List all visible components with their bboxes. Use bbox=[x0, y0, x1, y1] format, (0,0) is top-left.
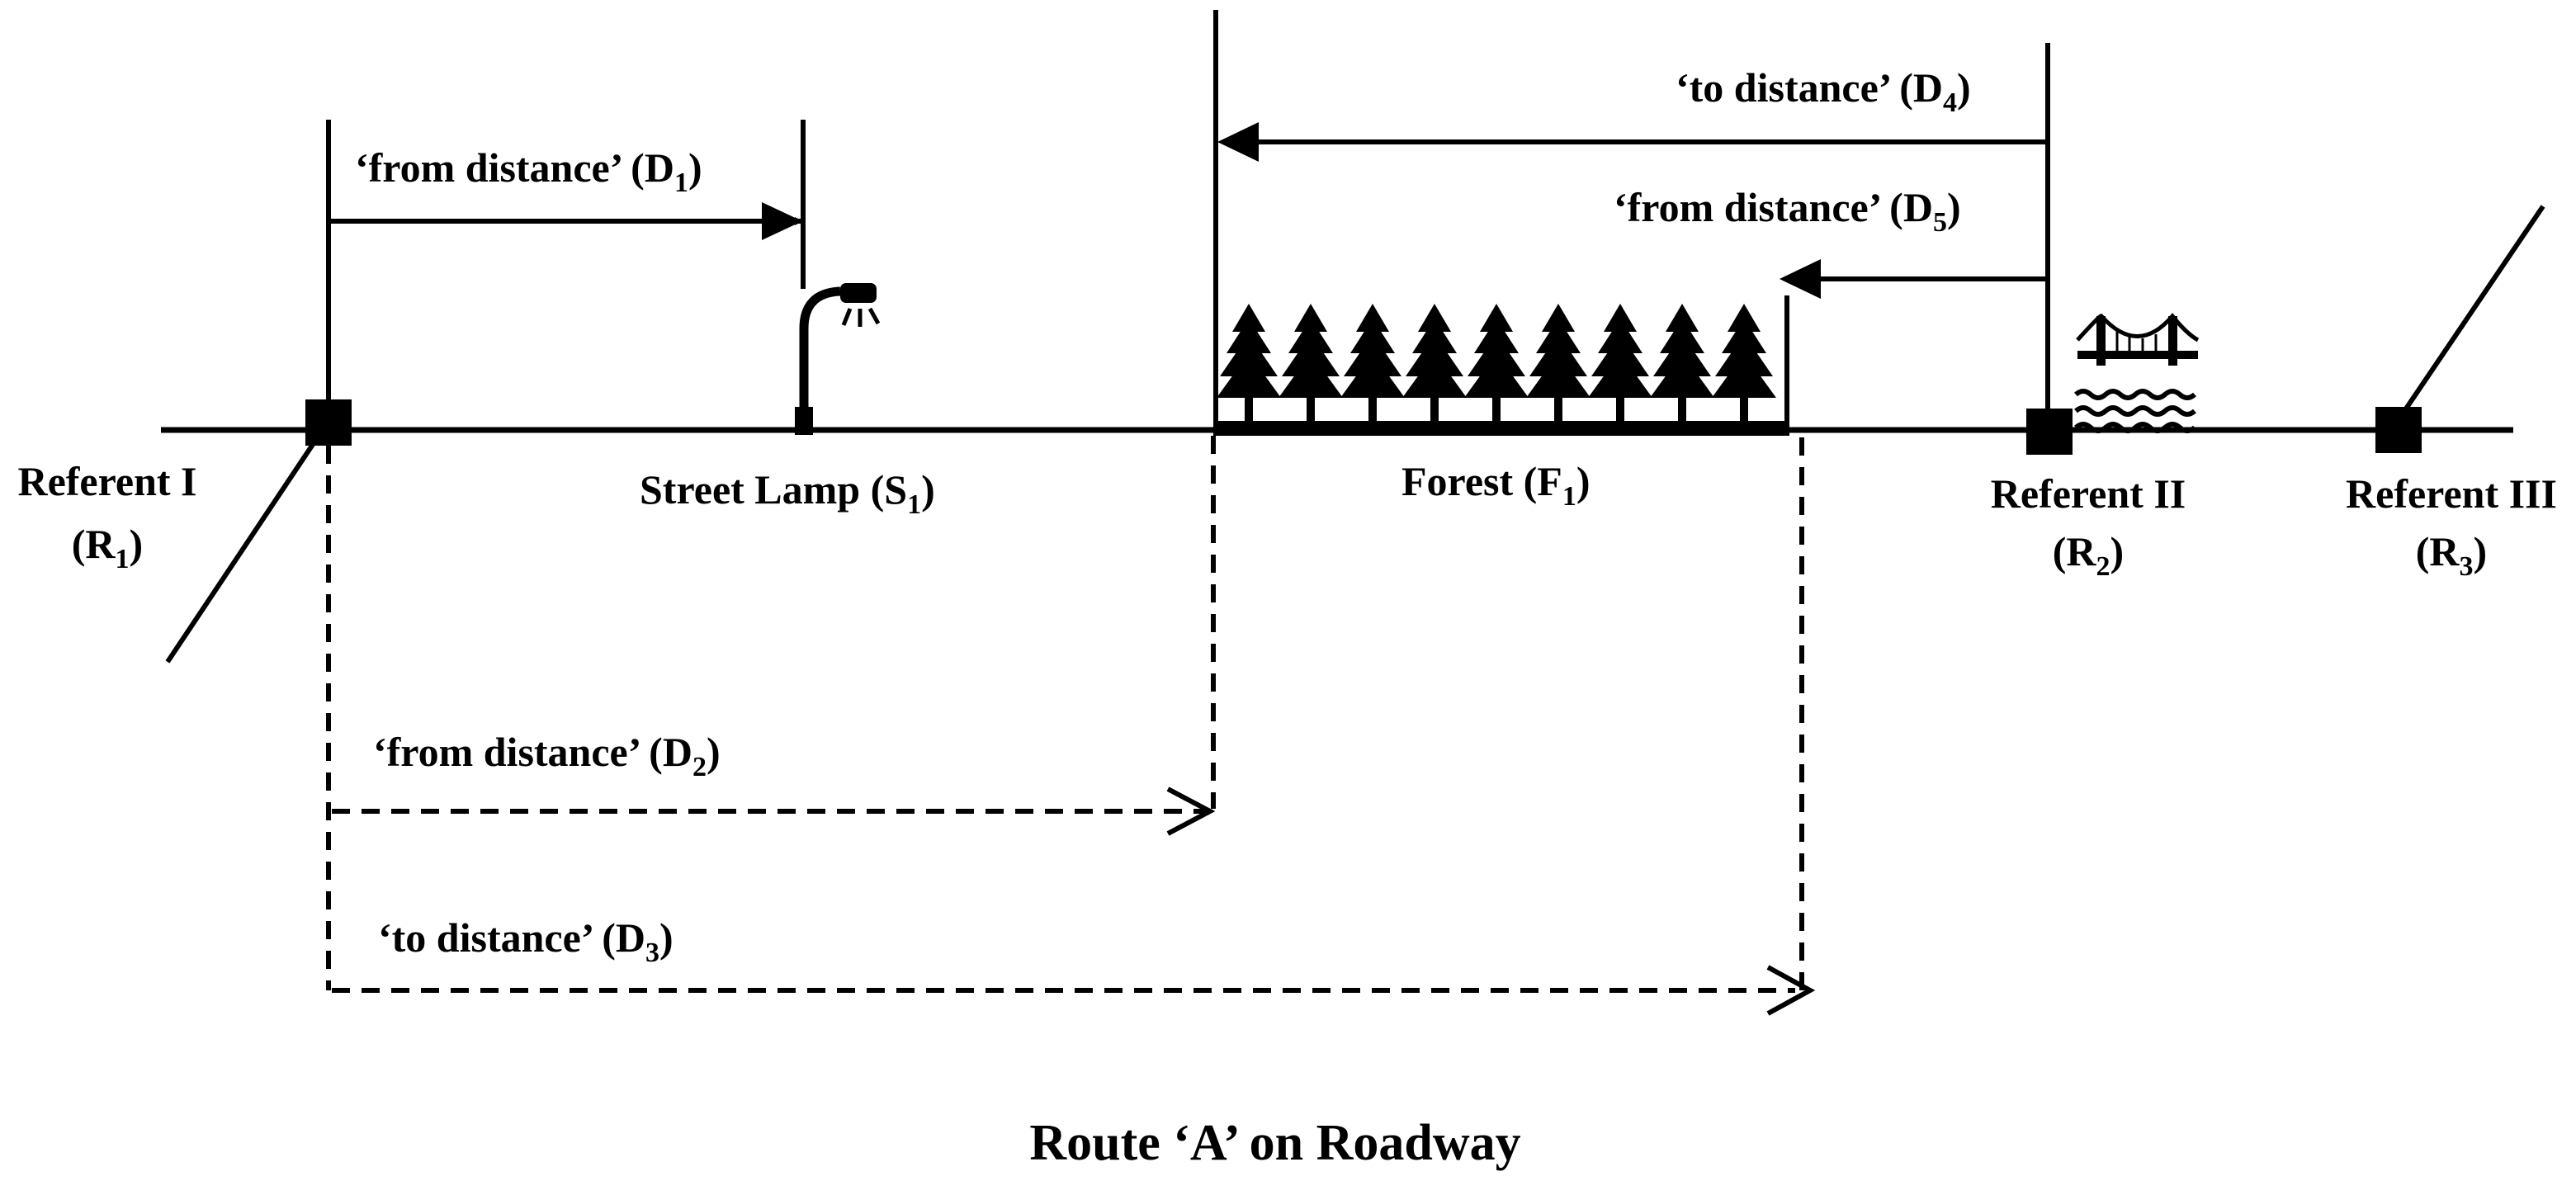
dashed-measurements bbox=[326, 436, 1804, 993]
tree-icon bbox=[1712, 304, 1776, 421]
street-lamp-icon bbox=[795, 120, 881, 435]
tree-icon bbox=[1279, 304, 1343, 421]
forest-group bbox=[1213, 10, 1789, 436]
referent-3-marker-icon bbox=[2375, 407, 2422, 453]
diagram-title: Route ‘A’ on Roadway bbox=[1029, 1115, 1520, 1171]
d5-label: ‘from distance’ (D5) bbox=[1614, 184, 1961, 238]
tree-icon bbox=[1217, 304, 1281, 421]
forest-base bbox=[1213, 421, 1789, 436]
referent-3-side-road bbox=[2395, 205, 2545, 423]
tree-icon bbox=[1650, 304, 1714, 421]
bridge-icon bbox=[2074, 313, 2200, 433]
referent-1-side-road bbox=[165, 419, 331, 664]
tree-icon bbox=[1340, 304, 1405, 421]
referent-3-name: Referent III bbox=[2346, 470, 2557, 517]
referent-1-name: Referent I bbox=[17, 458, 196, 504]
referent-2-marker-icon bbox=[2026, 409, 2073, 455]
referent-2-code: (R2) bbox=[2053, 528, 2124, 582]
d4-label: ‘to distance’ (D4) bbox=[1676, 64, 1971, 118]
street-lamp-label: Street Lamp (S1) bbox=[640, 466, 935, 520]
referent-1-group bbox=[165, 120, 352, 664]
referent-1-marker-icon bbox=[305, 399, 352, 446]
tree-icon bbox=[1588, 304, 1652, 421]
d1-arrowhead-icon bbox=[762, 202, 802, 240]
forest-label: Forest (F1) bbox=[1401, 458, 1590, 512]
referent-1-code: (R1) bbox=[72, 521, 143, 574]
d4-arrowhead-icon bbox=[1217, 122, 1259, 162]
tree-icon bbox=[1464, 304, 1529, 421]
tree-icon bbox=[1526, 304, 1591, 421]
referent-2-group bbox=[2026, 43, 2073, 455]
d3-label: ‘to distance’ (D3) bbox=[378, 914, 674, 968]
tree-icon bbox=[1402, 304, 1467, 421]
referent-2-name: Referent II bbox=[1991, 470, 2186, 517]
d2-label: ‘from distance’ (D2) bbox=[373, 729, 721, 782]
d3-arrowhead-icon bbox=[1766, 965, 1816, 1016]
referent-3-code: (R3) bbox=[2416, 528, 2487, 582]
referent-3-group bbox=[2375, 205, 2545, 453]
d2-arrowhead-icon bbox=[1166, 787, 1216, 836]
d5-arrowhead-icon bbox=[1780, 259, 1821, 299]
d1-label: ‘from distance’ (D1) bbox=[355, 144, 702, 198]
